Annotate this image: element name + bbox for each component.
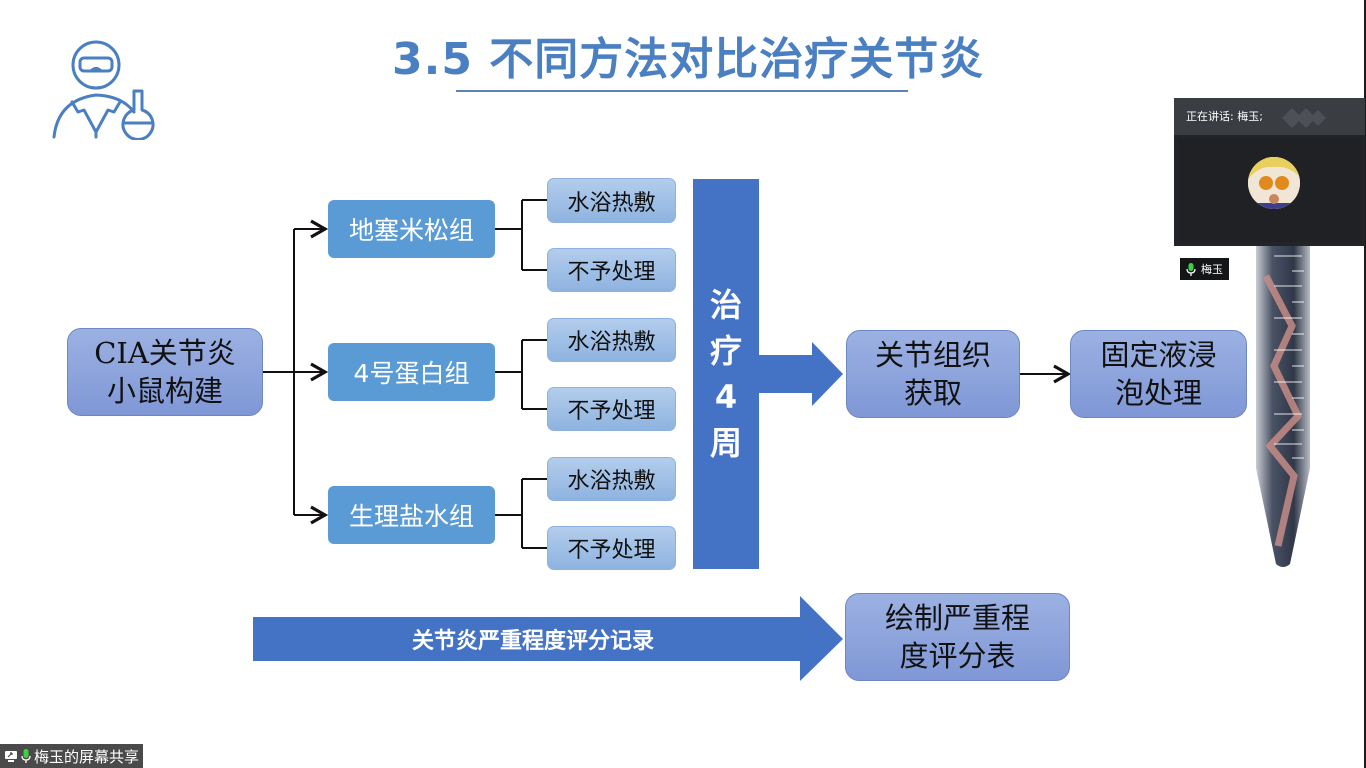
fixation-box-line1: 固定液浸 <box>1100 338 1217 372</box>
start-box: CIA关节炎 小鼠构建 <box>67 328 263 416</box>
score-arrow-label: 关节炎严重程度评分记录 <box>411 629 654 654</box>
bar-char: 周 <box>709 424 742 462</box>
treatment-box: 不予处理 <box>547 248 676 292</box>
microphone-icon <box>21 749 31 763</box>
microphone-icon <box>1186 262 1196 276</box>
bar-char: 疗 <box>709 332 742 370</box>
slide-title: 3.5 不同方法对比治疗关节炎 <box>392 34 985 85</box>
speaker-video-panel[interactable]: 正在讲话: 梅玉; 梅玉 <box>1174 98 1365 280</box>
start-box-line1: CIA关节炎 <box>94 336 236 370</box>
connector-split-2 <box>495 339 548 410</box>
treatment-box: 水浴热敷 <box>547 457 676 501</box>
tissue-box-line2: 获取 <box>903 376 962 410</box>
participant-name: 梅玉 <box>1201 263 1223 276</box>
screen-share-indicator[interactable]: 梅玉的屏幕共享 <box>0 744 144 768</box>
app-logo-icon <box>1282 108 1326 128</box>
treatment-duration-bar: 治 疗 4 周 <box>693 179 759 569</box>
fixation-box-line2: 泡处理 <box>1114 376 1202 410</box>
speaking-label: 正在讲话: 梅玉; <box>1186 110 1263 123</box>
speaker-header: 正在讲话: 梅玉; <box>1174 98 1365 135</box>
specimen-tube-photo <box>1256 246 1310 567</box>
score-box-line1: 绘制严重程 <box>884 601 1030 635</box>
big-arrow-to-tissue <box>758 342 843 406</box>
scientist-icon <box>52 40 155 140</box>
group-box-protein4: 4号蛋白组 <box>328 343 495 401</box>
score-box: 绘制严重程 度评分表 <box>845 593 1070 681</box>
treatment-box: 水浴热敷 <box>547 318 676 362</box>
treatment-box: 水浴热敷 <box>547 178 676 223</box>
bar-char: 4 <box>714 378 738 416</box>
treatment-box: 不予处理 <box>547 526 676 570</box>
group-box-dexamethasone: 地塞米松组 <box>328 200 495 258</box>
title-underline <box>456 90 908 92</box>
screen-share-icon <box>5 750 17 762</box>
video-area: 梅玉 <box>1178 138 1361 280</box>
start-box-line2: 小鼠构建 <box>106 374 223 408</box>
bar-char: 治 <box>709 286 742 324</box>
treatment-box: 不予处理 <box>547 387 676 431</box>
group-box-saline: 生理盐水组 <box>328 486 495 544</box>
participant-name-tag: 梅玉 <box>1180 258 1229 280</box>
connector-split-1 <box>495 199 548 271</box>
tissue-box-line1: 关节组织 <box>874 338 991 372</box>
connector-split-3 <box>495 478 548 549</box>
tissue-box: 关节组织 获取 <box>846 330 1020 418</box>
share-label: 梅玉的屏幕共享 <box>34 747 140 766</box>
score-box-line2: 度评分表 <box>899 639 1016 673</box>
avatar <box>1248 157 1300 209</box>
score-arrow-shape <box>253 596 843 681</box>
fixation-box: 固定液浸 泡处理 <box>1070 330 1247 418</box>
window-edge <box>1364 0 1366 768</box>
